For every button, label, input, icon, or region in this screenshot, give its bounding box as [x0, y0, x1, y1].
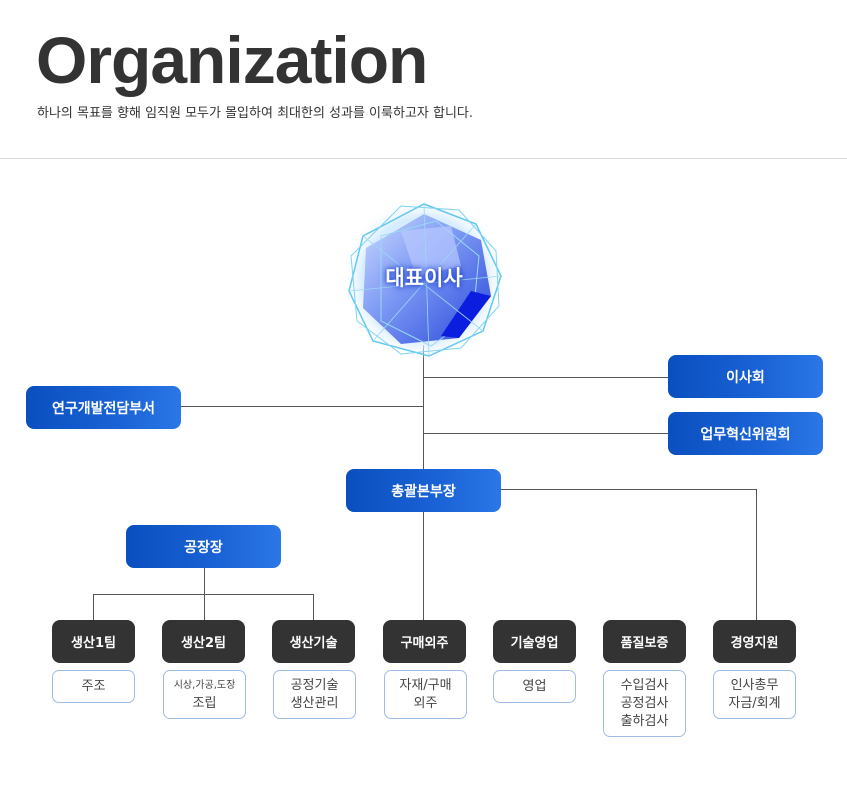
general-manager-box: 총괄본부장 — [346, 469, 501, 512]
team-duties: 시상,가공,도장 조립 — [163, 670, 246, 719]
innovation-box: 업무혁신위원회 — [668, 412, 823, 455]
connector-team3 — [313, 594, 314, 621]
duty-item: 수입검사 — [620, 677, 669, 693]
duty-item: 출하검사 — [620, 713, 669, 729]
duty-item: 외주 — [413, 695, 438, 711]
duty-item: 영업 — [522, 678, 547, 694]
team-duties: 영업 — [493, 670, 576, 703]
board-box: 이사회 — [668, 355, 823, 398]
duty-item: 자재/구매 — [399, 677, 452, 693]
duty-item: 조립 — [192, 695, 217, 711]
header-divider — [0, 158, 847, 159]
team-box: 생산1팀 — [52, 620, 135, 663]
team-box: 생산2팀 — [162, 620, 245, 663]
connector-general-to-admin — [500, 489, 756, 490]
connector-general-to-purchase — [423, 511, 424, 621]
duty-item: 공정검사 — [620, 695, 669, 711]
team-box: 기술영업 — [493, 620, 576, 663]
connector-innovation — [423, 433, 669, 434]
duty-item: 인사총무 — [730, 677, 779, 693]
connector-admin-down — [756, 489, 757, 621]
duty-item: 생산관리 — [290, 695, 339, 711]
page-title: Organization — [36, 23, 428, 97]
team-duties: 주조 — [52, 670, 135, 703]
connector-rnd — [180, 406, 423, 407]
rnd-box: 연구개발전담부서 — [26, 386, 181, 429]
factory-manager-box: 공장장 — [126, 525, 281, 568]
ceo-label: 대표이사 — [385, 266, 463, 290]
team-box: 경영지원 — [713, 620, 796, 663]
team-box: 생산기술 — [272, 620, 355, 663]
team-duties: 자재/구매 외주 — [384, 670, 467, 719]
duty-item: 공정기술 — [290, 677, 339, 693]
connector-board — [423, 377, 669, 378]
ceo-crystal-icon — [342, 197, 506, 361]
team-box: 품질보증 — [603, 620, 686, 663]
team-box: 구매외주 — [383, 620, 466, 663]
connector-factory-branch — [93, 594, 314, 595]
duty-item: 시상,가공,도장 — [173, 679, 236, 691]
team-duties: 인사총무 자금/회계 — [713, 670, 796, 719]
connector-team1 — [93, 594, 94, 621]
duty-item: 자금/회계 — [728, 695, 781, 711]
duty-item: 주조 — [81, 678, 106, 694]
page-subtitle: 하나의 목표를 향해 임직원 모두가 몰입하여 최대한의 성과를 이룩하고자 합… — [37, 106, 474, 121]
team-duties: 공정기술 생산관리 — [273, 670, 356, 719]
connector-ceo-to-general — [423, 345, 424, 470]
team-duties: 수입검사 공정검사 출하검사 — [603, 670, 686, 737]
